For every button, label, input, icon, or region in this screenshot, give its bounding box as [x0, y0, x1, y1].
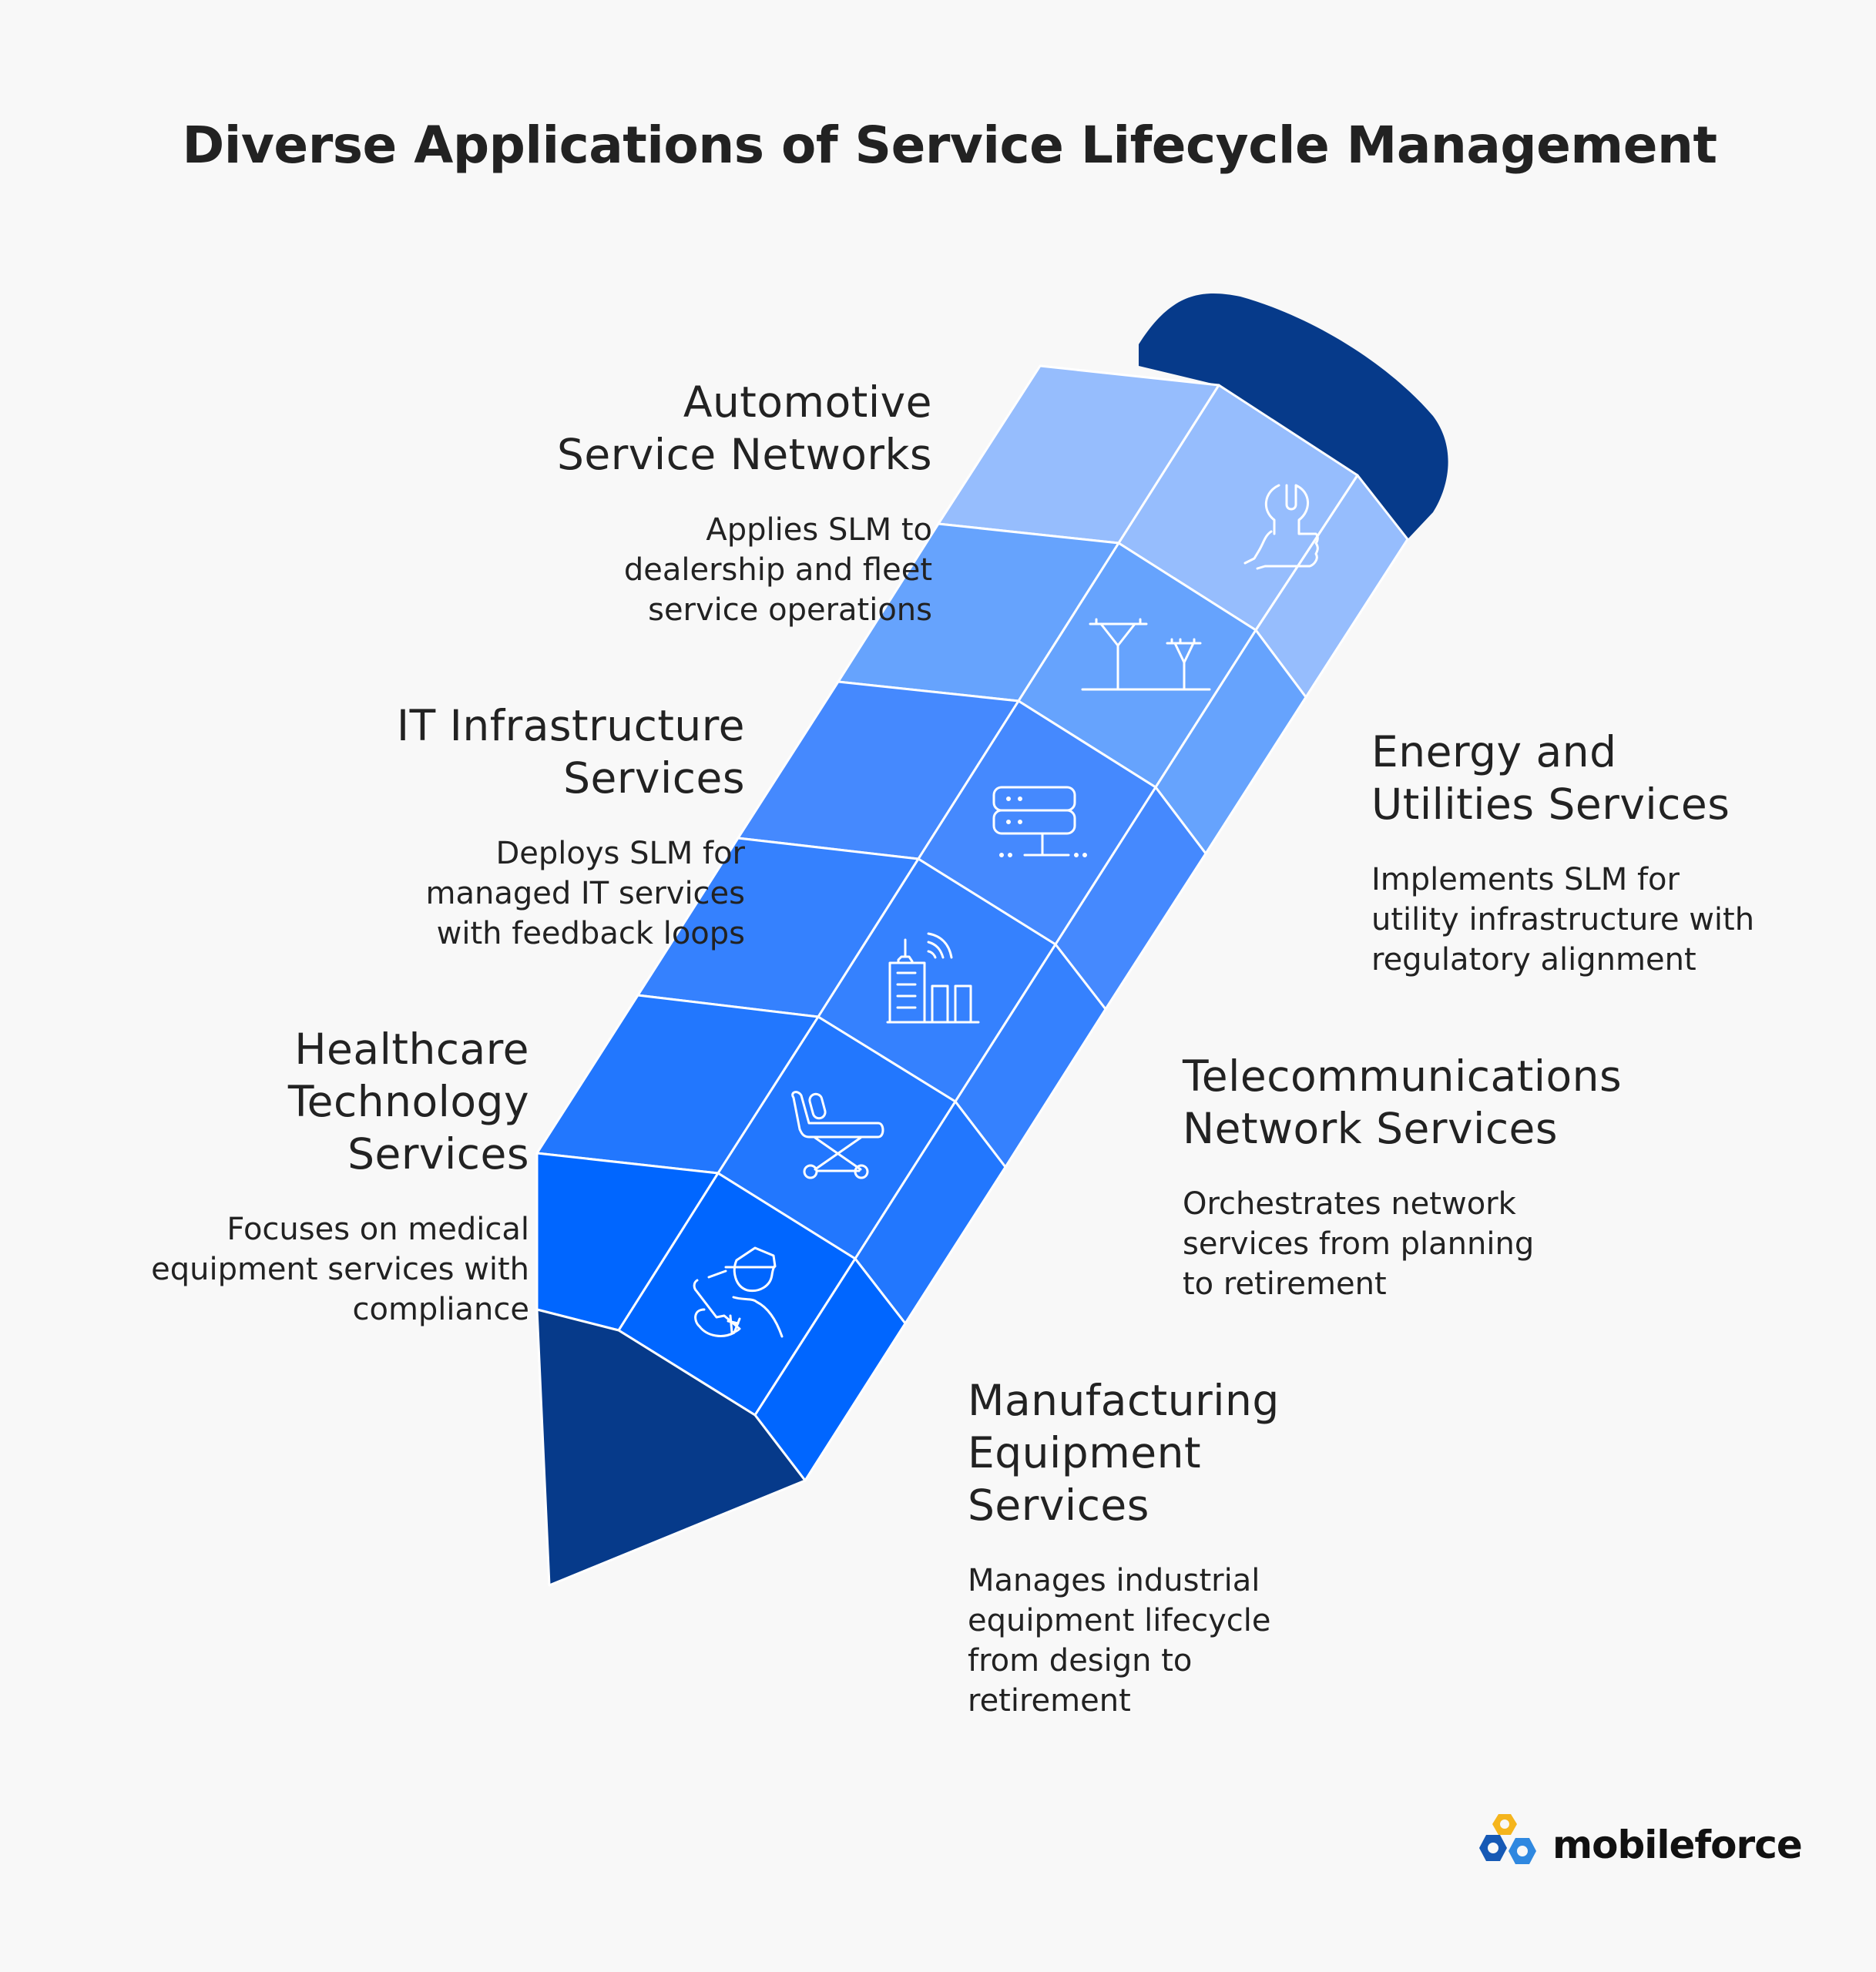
- pencil-eraser-cap: [1139, 293, 1448, 539]
- power-pylon-icon: [1081, 618, 1211, 691]
- server-network-icon: [992, 786, 1087, 857]
- logo-wordmark: mobileforce: [1552, 1822, 1803, 1867]
- wrench-hand-icon: [1243, 484, 1319, 570]
- page-title: Diverse Applications of Service Lifecycl…: [182, 116, 1718, 175]
- technician-icon: [693, 1246, 784, 1338]
- hospital-stretcher-icon: [791, 1091, 884, 1179]
- mobileforce-logo-icon: [1479, 1814, 1536, 1864]
- brand-logo: mobileforce: [1475, 1812, 1803, 1877]
- building-signal-icon: [886, 932, 980, 1024]
- pencil-tip: [535, 1308, 807, 1587]
